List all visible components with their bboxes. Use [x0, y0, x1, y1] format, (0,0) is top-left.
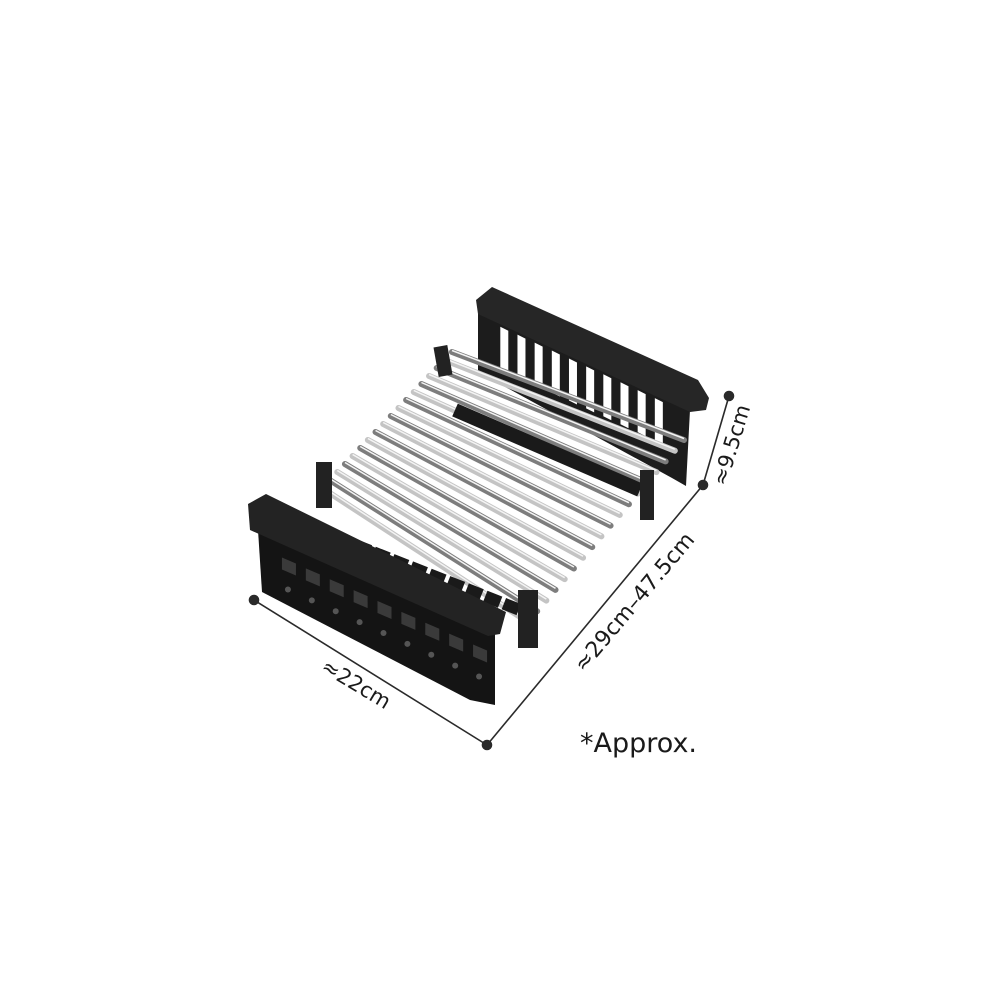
front-panel: [248, 494, 506, 705]
rod: [449, 349, 687, 443]
rod-highlight: [390, 413, 611, 525]
rod: [403, 397, 632, 508]
front-foot: [404, 640, 411, 647]
back-slot: [637, 390, 646, 437]
rod-highlight: [359, 445, 575, 568]
back-slot: [517, 334, 526, 381]
front-hole: [401, 611, 416, 630]
front-foot: [452, 662, 459, 669]
dimension-point: [697, 479, 709, 491]
front-foot: [356, 619, 363, 626]
front-foot: [284, 586, 291, 593]
front-hole: [425, 622, 440, 641]
back-slot: [534, 342, 543, 389]
front-foot: [428, 651, 435, 658]
rod: [372, 429, 596, 551]
rod-highlight: [367, 437, 584, 557]
dimension-lines: [248, 390, 735, 751]
rod-highlight: [352, 453, 566, 579]
rod: [380, 421, 605, 540]
rod-highlight: [405, 397, 630, 504]
front-hole: [353, 590, 368, 609]
dimension-point: [481, 739, 493, 751]
cross-bars: [316, 345, 654, 648]
rod-highlight: [451, 349, 685, 440]
back-slot: [568, 358, 577, 405]
rod: [334, 469, 550, 604]
rod-highlight: [428, 373, 657, 472]
width-dimension-line: [253, 599, 488, 746]
rod-highlight: [444, 357, 676, 450]
rod-highlight: [398, 405, 621, 515]
dimension-point: [248, 594, 260, 606]
back-slot: [500, 326, 509, 373]
rod: [357, 445, 577, 572]
back-slot: [551, 350, 560, 397]
rod: [433, 365, 669, 465]
rod-highlight: [329, 477, 538, 611]
rod-highlight: [421, 381, 648, 483]
front-foot: [380, 630, 387, 636]
rod-highlight: [436, 365, 666, 461]
rod: [349, 453, 568, 583]
rod: [426, 373, 660, 476]
rod: [341, 461, 559, 593]
front-hole: [377, 601, 392, 619]
front-hole: [305, 568, 320, 587]
rod-highlight: [344, 461, 556, 590]
rod: [387, 413, 614, 529]
rod-highlight: [375, 429, 593, 547]
rod-highlight: [336, 469, 547, 600]
dimension-point: [723, 390, 735, 402]
front-foot: [332, 608, 339, 615]
rod: [326, 477, 541, 615]
height-dimension-line: [702, 395, 730, 486]
rod: [418, 381, 651, 486]
front-hole: [473, 644, 488, 663]
extendable-rods: [319, 349, 687, 625]
rod: [441, 357, 678, 454]
rod: [395, 405, 623, 518]
front-hole: [329, 579, 344, 598]
front-hole: [449, 633, 464, 652]
rod-highlight: [382, 421, 602, 536]
front-hole: [281, 557, 296, 576]
back-slot: [654, 398, 663, 445]
front-foot: [308, 597, 315, 604]
front-foot: [476, 673, 483, 680]
rod: [364, 437, 587, 561]
approx-note: *Approx.: [580, 728, 698, 759]
length-dimension-line: [486, 484, 704, 746]
